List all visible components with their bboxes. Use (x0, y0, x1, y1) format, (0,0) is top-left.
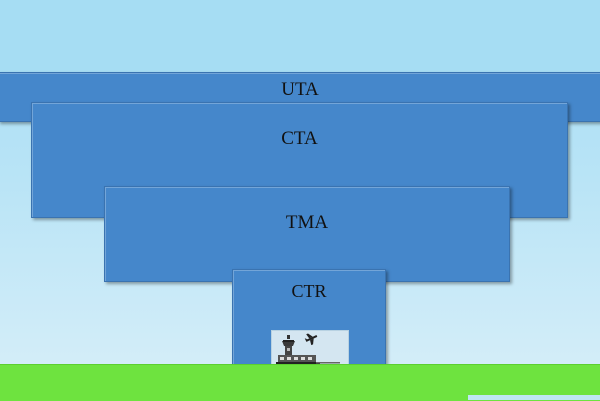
airspace-label-uta: UTA (281, 79, 319, 100)
upper-sky-band (0, 0, 600, 73)
airspace-label-tma: TMA (285, 212, 329, 233)
airspace-label-ctr: CTR (291, 281, 327, 301)
airspace-label-cta: CTA (281, 128, 318, 149)
ground-edge (468, 395, 600, 400)
ground (0, 364, 600, 401)
airport-box (271, 330, 349, 366)
airplane-icon (304, 333, 318, 346)
airport-tower-icon (276, 333, 340, 364)
airspace-layer-tma: TMA (104, 186, 510, 282)
